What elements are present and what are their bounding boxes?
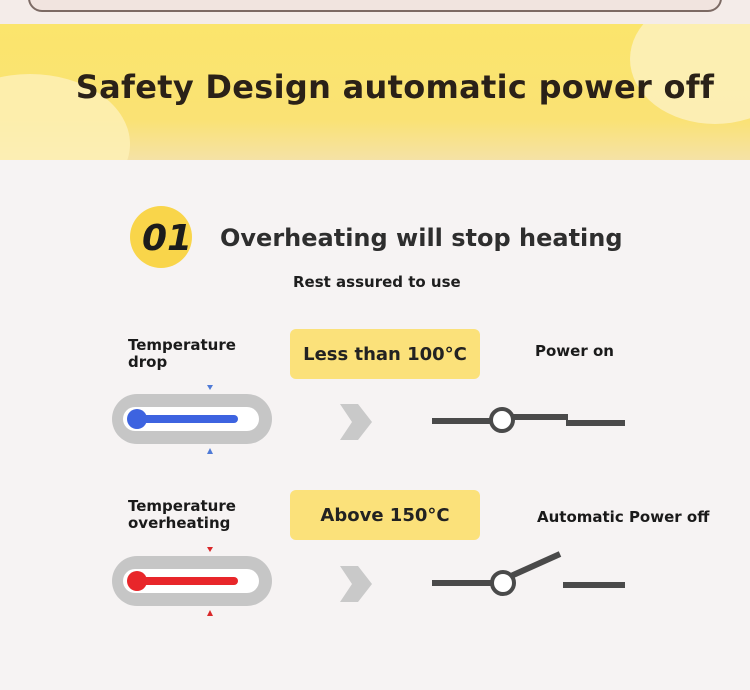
switch-pivot [490,570,516,596]
up-marker [207,547,213,552]
condition-line: drop [128,353,168,371]
result-label-power-off: Automatic Power off [537,508,710,526]
thermometer-level [137,415,238,423]
previous-card-edge [28,0,722,12]
switch-icon [432,407,625,433]
condition-line: Temperature [128,336,236,354]
thermometer-icon [112,385,272,454]
title-banner: Safety Design automatic power off [0,24,750,160]
threshold-box-high: Above 150°C [290,490,480,540]
condition-line: Temperature [128,497,236,515]
page-title: Safety Design automatic power off [75,68,715,106]
result-label-power-on: Power on [535,342,614,360]
down-marker [207,385,213,390]
section-subheading: Rest assured to use [293,273,461,291]
thermometer-level [137,577,238,585]
thermometer-icon [112,547,272,616]
section-number-badge: 01 [128,204,204,270]
section-heading: Overheating will stop heating [220,224,623,252]
down-marker [207,448,213,454]
threshold-box-low: Less than 100°C [290,329,480,379]
arrow-right-icon [340,566,372,602]
switch-lever-open [509,551,562,579]
condition-label-overheat: Temperature overheating [128,498,236,532]
condition-label-drop: Temperature drop [128,337,236,371]
switch-pivot [489,407,515,433]
up-marker [207,610,213,616]
section-number: 01 [142,218,193,259]
arrow-right-icon [340,404,372,440]
switch-icon [432,551,625,596]
badge-circle [130,206,192,268]
condition-line: overheating [128,514,231,532]
